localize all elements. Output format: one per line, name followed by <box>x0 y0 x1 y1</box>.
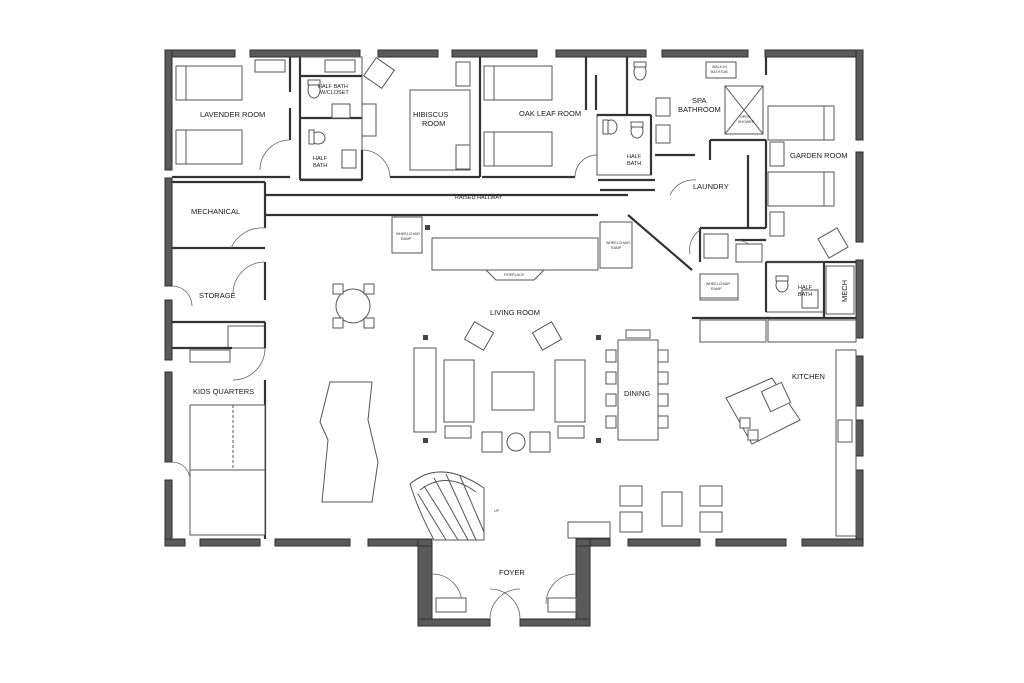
label-oak-leaf: OAK LEAF ROOM <box>519 109 581 118</box>
label-mechanical: MECHANICAL <box>191 207 240 216</box>
bathroom-fixtures <box>307 59 855 315</box>
label-kids-quarters: KIDS QUARTERS <box>193 387 254 396</box>
label-half-bath-left-1: HALF <box>313 156 328 162</box>
label-bathtub-2: BATHTUB <box>711 70 728 74</box>
label-lavender-room: LAVENDER ROOM <box>200 110 265 119</box>
label-ramp-1a: WHEELCHAIR <box>396 232 420 236</box>
label-fireplace: FIREPLACE <box>504 273 525 277</box>
label-half-bath-wc-2: W/CLOSET <box>320 90 349 96</box>
label-half-bath-spa-2: BATH <box>627 161 641 167</box>
label-half-bath-wc-1: HALF BATH <box>318 84 348 90</box>
label-shower-1: OPEN <box>740 115 751 119</box>
label-ramp-3a: WHEELCHAIR <box>706 282 730 286</box>
interior-walls <box>172 56 857 539</box>
label-living-room: LIVING ROOM <box>490 308 540 317</box>
label-dining: DINING <box>624 389 650 398</box>
label-stair-up: UP <box>494 509 500 513</box>
living-furniture <box>319 216 857 613</box>
label-hibiscus-2: ROOM <box>422 119 445 128</box>
label-raised-hallway: RAISED HALLWAY <box>455 195 503 201</box>
fixture-labels: WHEELCHAIR RAMP WHEELCHAIR RAMP WHEELCHA… <box>396 65 755 513</box>
label-ramp-2b: RAMP <box>611 246 622 250</box>
label-half-bath-mech-1: HALF <box>798 285 813 291</box>
label-kitchen: KITCHEN <box>792 372 825 381</box>
label-spa-2: BATHROOM <box>678 105 721 114</box>
label-bathtub-1: WALK-IN <box>712 65 727 69</box>
label-ramp-2a: WHEELCHAIR <box>606 241 630 245</box>
label-garden-room: GARDEN ROOM <box>790 151 848 160</box>
label-half-bath-mech-2: BATH <box>798 292 812 298</box>
bedroom-furniture <box>175 56 849 259</box>
exterior-walls <box>164 49 864 627</box>
label-half-bath-spa-1: HALF <box>627 154 642 160</box>
label-ramp-1b: RAMP <box>401 237 412 241</box>
label-mech: MECH <box>840 280 849 302</box>
label-half-bath-left-2: BATH <box>313 163 327 169</box>
label-ramp-3b: RAMP <box>711 287 722 291</box>
label-shower-2: SHOWER <box>738 120 755 124</box>
room-labels: LAVENDER ROOM HALF BATH W/CLOSET HALF BA… <box>191 84 849 577</box>
label-foyer: FOYER <box>499 568 525 577</box>
label-spa-1: SPA <box>692 96 706 105</box>
label-hibiscus-1: HIBISCUS <box>413 110 448 119</box>
label-storage: STORAGE <box>199 291 236 300</box>
label-laundry: LAUNDRY <box>693 182 729 191</box>
